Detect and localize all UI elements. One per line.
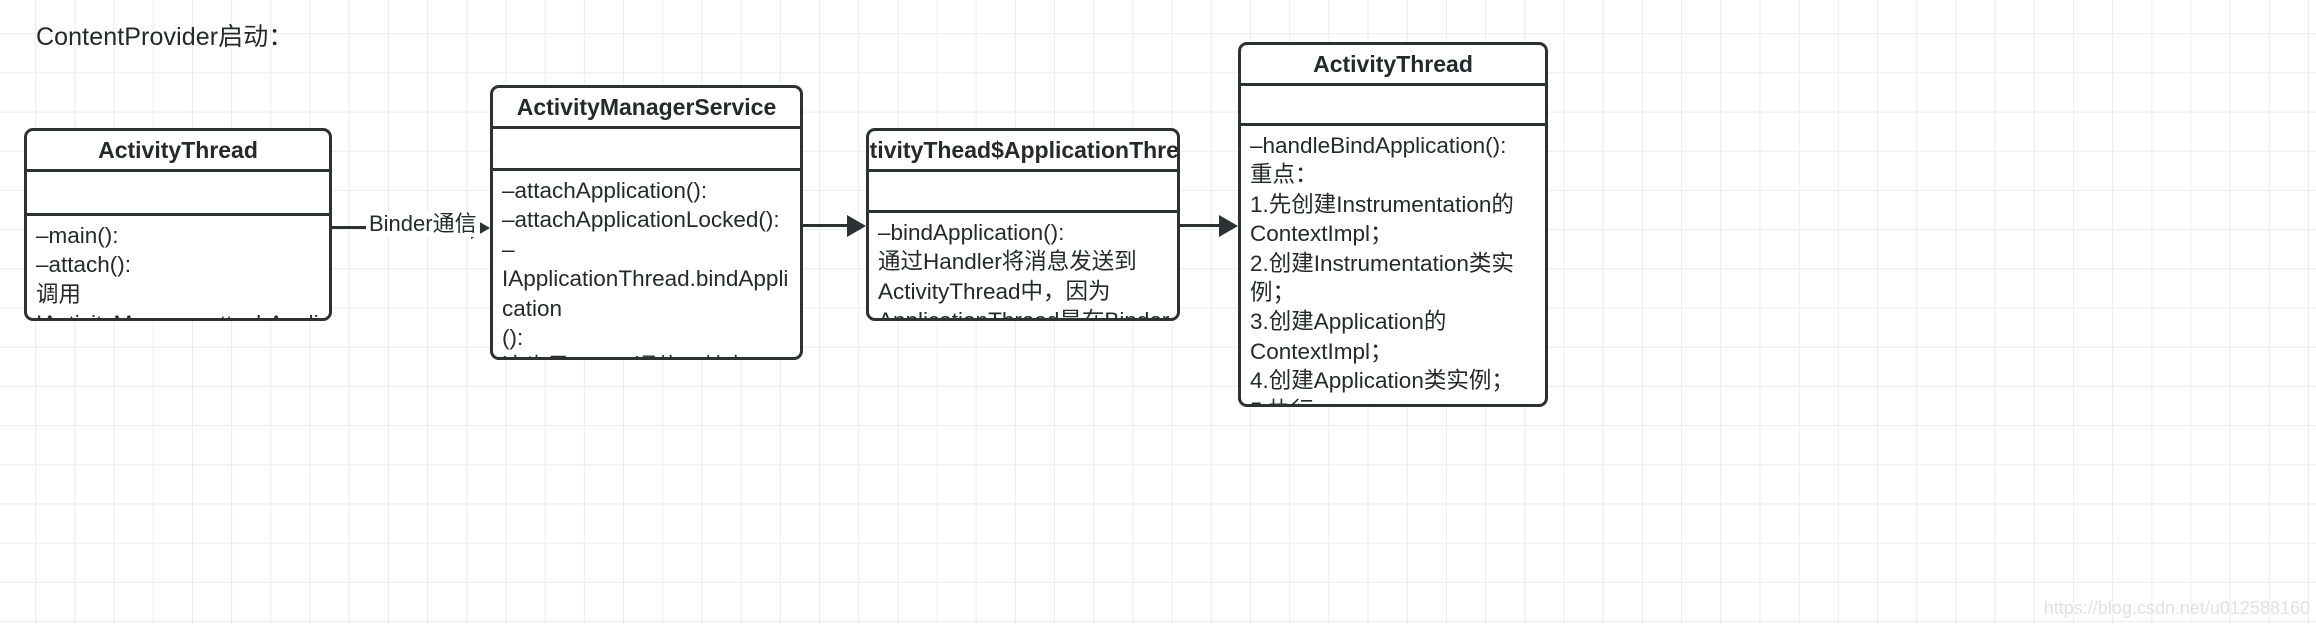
uml-class-title-activitymanagerservice: ActivityManagerService bbox=[493, 88, 800, 129]
arrow-head-icon bbox=[847, 215, 866, 237]
arrow-head-icon bbox=[1219, 215, 1238, 237]
connector-label-binder: Binder通信 bbox=[366, 211, 480, 237]
uml-class-box-activitythread-1[interactable]: ActivityThread –main(): –attach(): 调用 IA… bbox=[24, 128, 332, 321]
watermark: https://blog.csdn.net/u012588160 bbox=[2043, 598, 2310, 618]
uml-class-title-applicationthread: ActivityThead$ApplicationThread bbox=[869, 131, 1177, 172]
uml-attributes-compartment-applicationthread bbox=[869, 172, 1177, 213]
uml-operations-compartment-activitythread-1: –main(): –attach(): 调用 IActivityManager.… bbox=[36, 223, 319, 318]
uml-class-title-activitythread-1: ActivityThread bbox=[27, 131, 329, 172]
connector-line bbox=[803, 224, 847, 227]
page-title: ContentProvider启动： bbox=[36, 23, 294, 51]
uml-attributes-compartment-activitymanagerservice bbox=[493, 129, 800, 171]
uml-operations-compartment-activitythread-2: –handleBindApplication(): 重点： 1.先创建Instr… bbox=[1250, 133, 1514, 404]
uml-class-title-activitythread-2: ActivityThread bbox=[1241, 45, 1545, 86]
uml-attributes-compartment-activitythread-2 bbox=[1241, 86, 1545, 126]
uml-attributes-compartment-activitythread-1 bbox=[27, 172, 329, 216]
uml-operations-compartment-applicationthread: –bindApplication(): 通过Handler将消息发送到 Acti… bbox=[878, 220, 1170, 321]
uml-operations-compartment-activitymanagerservice: –attachApplication(): –attachApplication… bbox=[502, 178, 789, 357]
uml-class-box-activitythread-2[interactable]: ActivityThread –handleBindApplication():… bbox=[1238, 42, 1548, 407]
connector-line bbox=[1180, 224, 1219, 227]
uml-class-box-applicationthread[interactable]: ActivityThead$ApplicationThread –bindApp… bbox=[866, 128, 1180, 321]
uml-class-box-activitymanagerservice[interactable]: ActivityManagerService –attachApplicatio… bbox=[490, 85, 803, 360]
